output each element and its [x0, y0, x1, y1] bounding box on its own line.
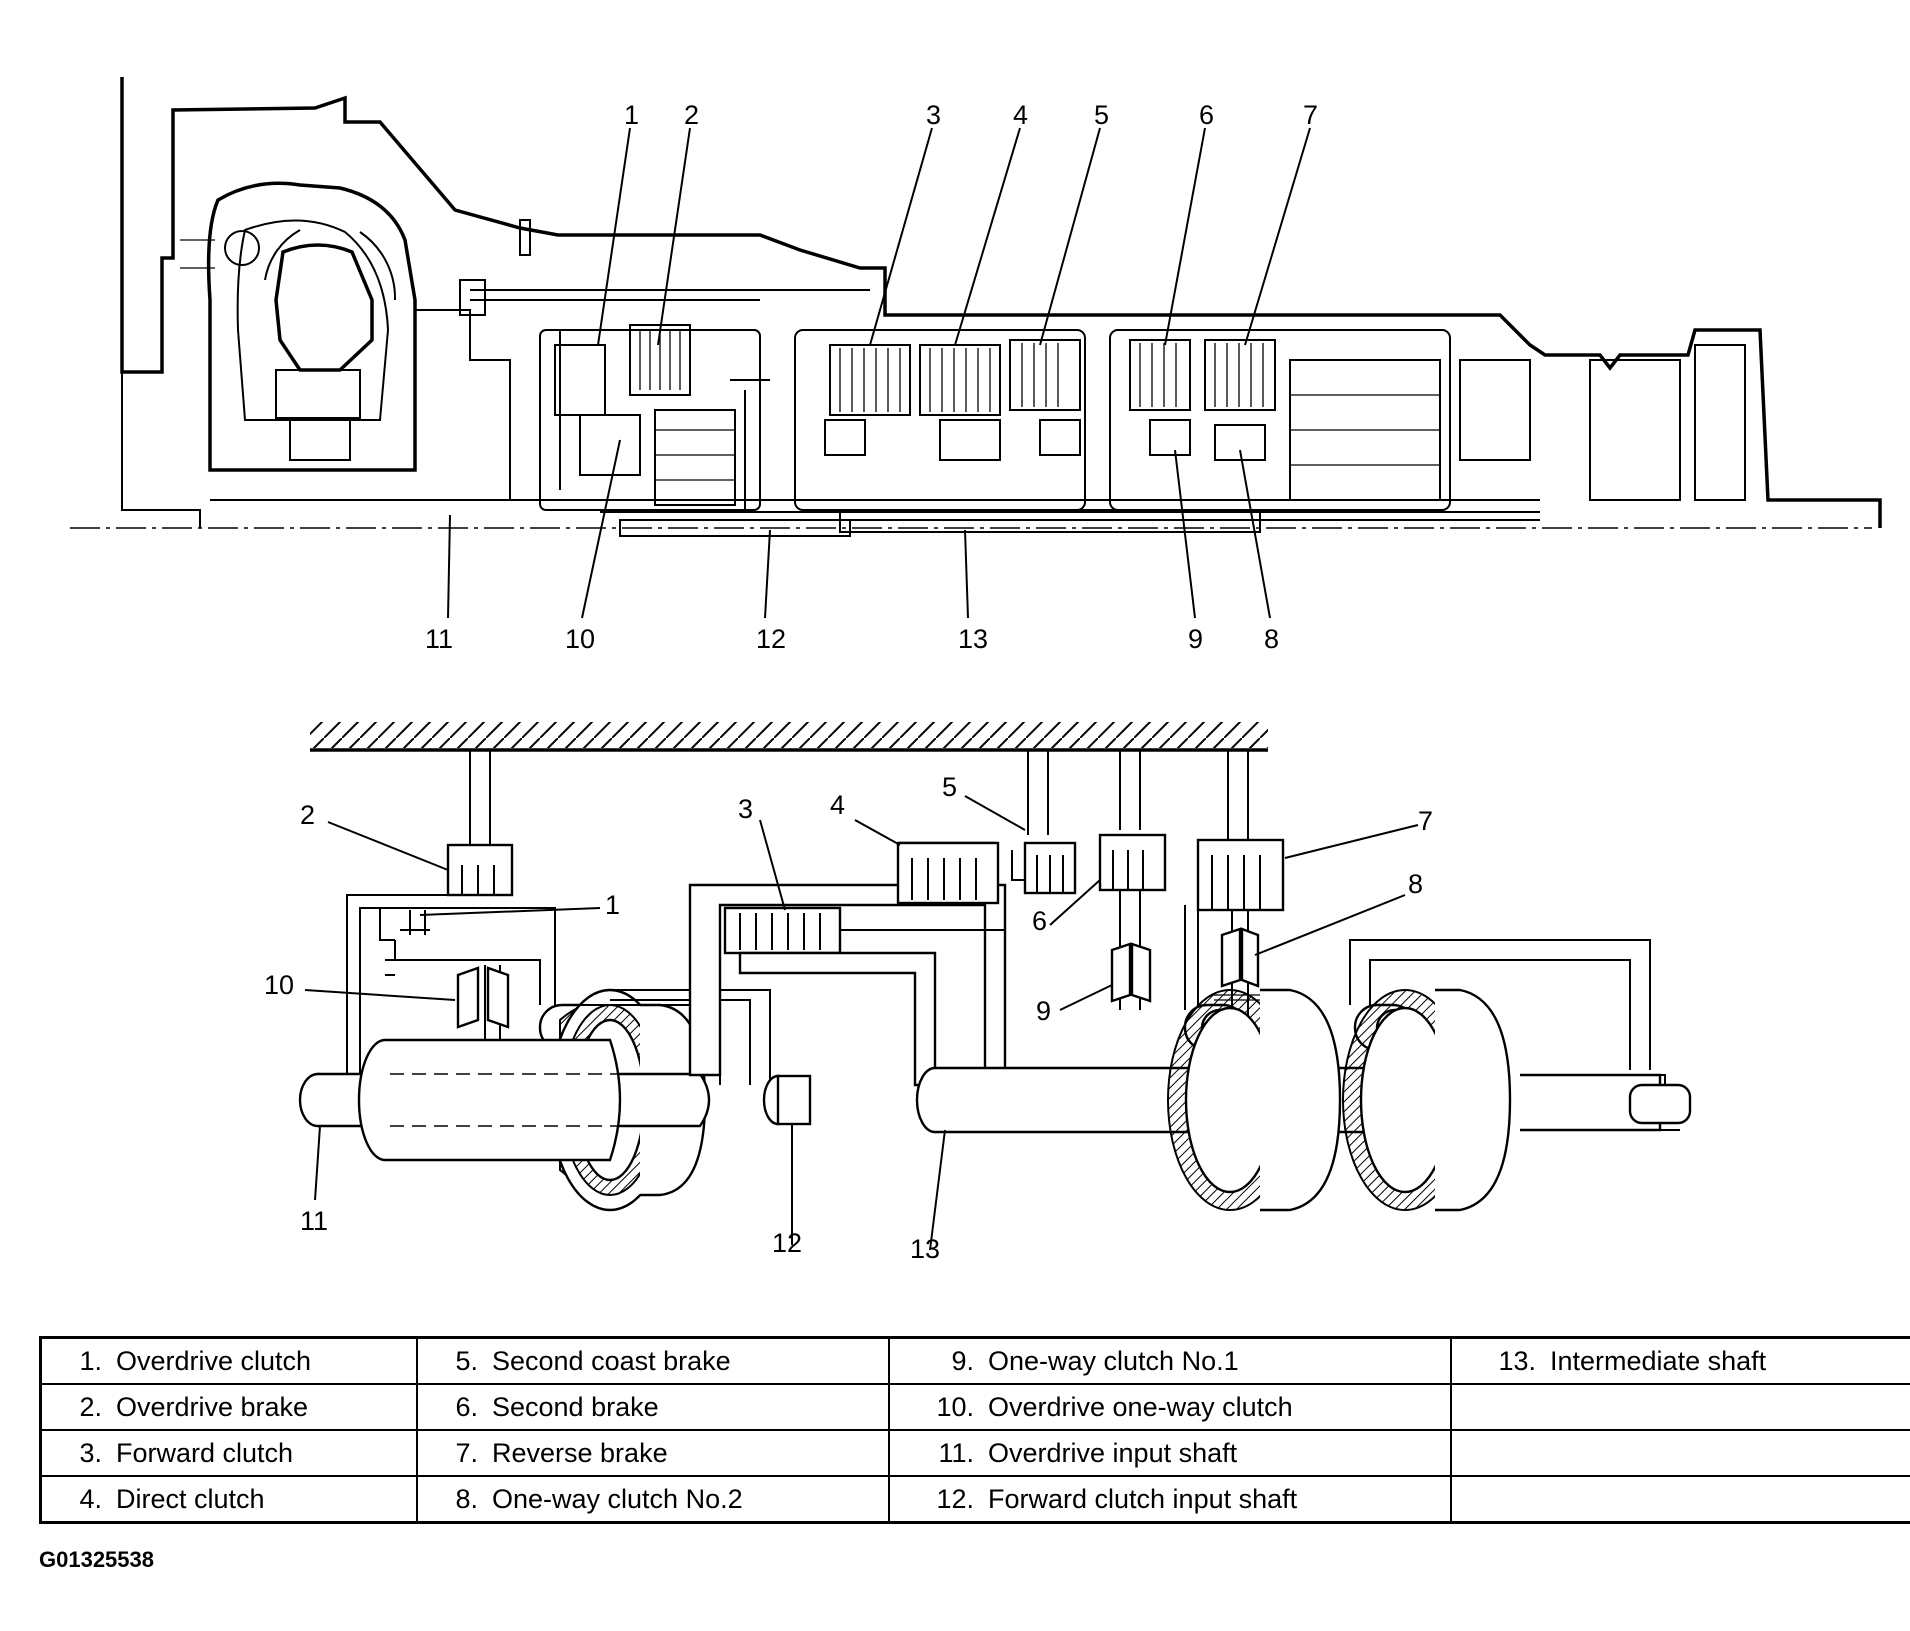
bottom-leader-lines: [304, 795, 1419, 1011]
one-way-clutch-1-symbol: [1110, 942, 1132, 1003]
legend-cell: [1450, 1383, 1910, 1431]
clutch-pack-rear: [1109, 329, 1746, 511]
oil-pump-section: [415, 219, 870, 501]
legend-table: 1.Overdrive clutch 5.Second coast brake …: [39, 1336, 1910, 1524]
top-leader-lines: [447, 127, 1311, 619]
legend-cell: 3.Forward clutch: [39, 1429, 418, 1477]
legend-row: 3.Forward clutch 7.Reverse brake 11.Over…: [39, 1429, 1910, 1477]
callout-3: 3: [926, 100, 941, 130]
callout-3: 3: [738, 794, 753, 824]
legend-cell: 2.Overdrive brake: [39, 1383, 418, 1431]
torque-converter: [180, 181, 417, 472]
legend-row: 2.Overdrive brake 6.Second brake 10.Over…: [39, 1383, 1910, 1431]
top-callouts: 1 2 3 4 5 6 7 11 10 12 13 9 8: [425, 100, 1318, 654]
rear-planetary-2: [1342, 939, 1692, 1212]
callout-1: 1: [624, 100, 639, 130]
legend-cell: 9.One-way clutch No.1: [888, 1336, 1452, 1385]
legend-cell: [1450, 1429, 1910, 1477]
callout-11: 11: [425, 624, 453, 654]
legend-row: 1.Overdrive clutch 5.Second coast brake …: [39, 1336, 1910, 1385]
legend-cell: 6.Second brake: [416, 1383, 890, 1431]
legend-cell: 12.Forward clutch input shaft: [888, 1475, 1452, 1524]
legend-cell: 13.Intermediate shaft: [1450, 1336, 1910, 1385]
reverse-brake-skeleton: [1184, 838, 1285, 1020]
callout-6: 6: [1032, 906, 1047, 936]
skeleton-schematic: 2 1 10 11 12 3 4 5 6 9 7 8 13: [264, 722, 1692, 1264]
callout-10: 10: [264, 970, 294, 1000]
legend-cell: 4.Direct clutch: [39, 1475, 418, 1524]
callout-10: 10: [565, 624, 595, 654]
callout-12: 12: [772, 1228, 802, 1258]
one-way-clutch-2-symbol: [1220, 927, 1242, 988]
callout-5: 5: [1094, 100, 1109, 130]
legend-cell: 5.Second coast brake: [416, 1336, 890, 1385]
forward-clutch-input-shaft-symbol: [762, 1074, 812, 1245]
legend-cell: 1.Overdrive clutch: [39, 1336, 418, 1385]
figure-code: G01325538: [39, 1547, 154, 1572]
rear-planetary-1: [1167, 988, 1342, 1212]
callout-4: 4: [1013, 100, 1028, 130]
callout-4: 4: [830, 790, 845, 820]
callout-2: 2: [300, 800, 315, 830]
overdrive-input-shaft-symbol: [298, 1038, 711, 1201]
callout-12: 12: [756, 624, 786, 654]
shafts: [210, 499, 1540, 537]
case-ground: [310, 722, 1268, 748]
overdrive-one-way-clutch-symbol: [456, 966, 480, 1029]
clutch-pack-middle: [794, 329, 1086, 511]
legend-cell: 10.Overdrive one-way clutch: [888, 1383, 1452, 1431]
overdrive-unit: [539, 324, 770, 511]
callout-9: 9: [1188, 624, 1203, 654]
bottom-callouts: 2 1 10 11 12 3 4 5 6 9 7 8 13: [264, 772, 1433, 1264]
legend-cell: 7.Reverse brake: [416, 1429, 890, 1477]
callout-1: 1: [605, 890, 620, 920]
transmission-housing: [120, 77, 1882, 528]
callout-8: 8: [1264, 624, 1279, 654]
overdrive-brake-symbol: [446, 843, 514, 897]
callout-13: 13: [910, 1234, 940, 1264]
callout-11: 11: [300, 1206, 328, 1236]
callout-2: 2: [684, 100, 699, 130]
callout-5: 5: [942, 772, 957, 802]
sectional-view: 1 2 3 4 5 6 7 11 10 12 13 9 8: [70, 77, 1882, 654]
callout-8: 8: [1408, 869, 1423, 899]
second-brake-skeleton: [1098, 833, 1167, 1010]
callout-6: 6: [1199, 100, 1214, 130]
forward-direct-clutch-skeleton: [688, 841, 1077, 1087]
callout-13: 13: [958, 624, 988, 654]
callout-9: 9: [1036, 996, 1051, 1026]
legend-cell: 11.Overdrive input shaft: [888, 1429, 1452, 1477]
legend-cell: 8.One-way clutch No.2: [416, 1475, 890, 1524]
callout-7: 7: [1418, 806, 1433, 836]
legend-cell: [1450, 1475, 1910, 1524]
legend-row: 4.Direct clutch 8.One-way clutch No.2 12…: [39, 1475, 1910, 1524]
callout-7: 7: [1303, 100, 1318, 130]
